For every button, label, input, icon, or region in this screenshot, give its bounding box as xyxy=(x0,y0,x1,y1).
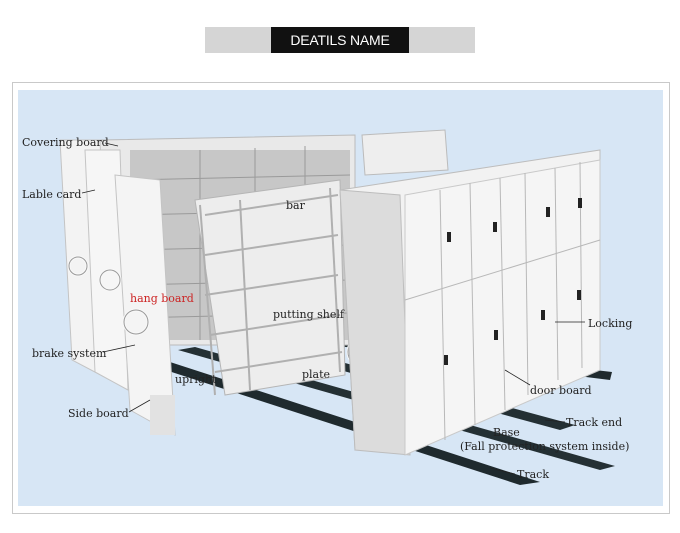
label-fall-protection: (Fall protection system inside) xyxy=(460,440,629,453)
shelf-frame xyxy=(194,179,346,396)
page-title: DEATILS NAME xyxy=(271,27,409,53)
label-track-end: Track end xyxy=(566,416,622,429)
label-covering-board: Covering board xyxy=(22,136,109,149)
label-side-board: Side board xyxy=(68,407,129,420)
label-base: Base xyxy=(493,426,520,439)
label-hang-board: hang board xyxy=(130,292,194,305)
label-brake-system: brake system xyxy=(32,347,107,360)
label-track: Track xyxy=(517,468,549,481)
label-door-board: door board xyxy=(530,384,592,397)
label-locking: Locking xyxy=(588,317,632,330)
closed-cabinet xyxy=(339,149,601,456)
label-plate: plate xyxy=(302,368,330,381)
top-plate xyxy=(361,129,449,176)
label-bar: bar xyxy=(286,199,306,212)
label-upright: upright xyxy=(175,373,217,386)
leader-lines xyxy=(81,142,585,475)
label-lable-card: Lable card xyxy=(22,188,81,201)
side-panels-left xyxy=(59,139,176,436)
label-putting-shelf: putting shelf xyxy=(273,308,345,321)
